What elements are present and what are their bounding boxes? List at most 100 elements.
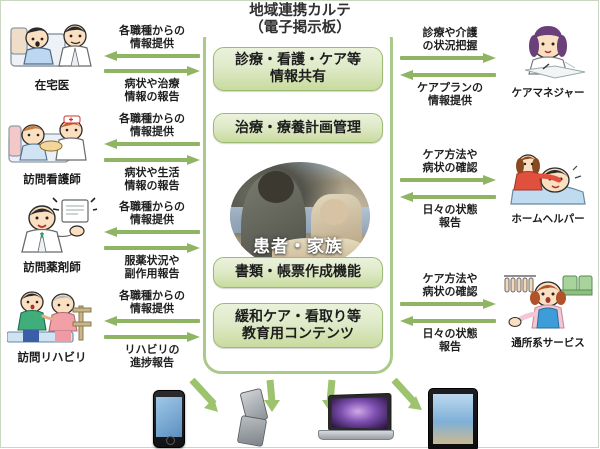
feature-phone-keypad: [236, 414, 268, 448]
right-flow-3-inbound-line1: 日々の状態: [422, 327, 478, 340]
left-flow-1-inbound-line2: 情報提供: [130, 37, 174, 50]
left-flow-1-outbound-arrow: [104, 66, 200, 76]
laptop-lid: [328, 392, 392, 434]
left-flow-2-outbound-label: 病状や生活 情報の報告: [102, 166, 202, 192]
right-flow-1-outbound-arrow: [400, 53, 496, 63]
home-helper-icon: [503, 148, 593, 210]
right-flow-2-outbound-line1: ケア方法や: [422, 148, 478, 161]
actor-visiting-pharmacist: 訪問薬剤師: [4, 196, 100, 275]
left-flow-2-outbound-arrow: [104, 155, 200, 165]
right-flow-3-outbound-arrow: [400, 299, 496, 309]
right-flow-1-inbound-arrow: [400, 70, 496, 80]
tablet-screen: [433, 394, 473, 444]
care-manager-icon: [503, 22, 593, 84]
device-arrow-smartphone: [188, 378, 228, 418]
left-flow-4-inbound-line2: 情報提供: [130, 302, 174, 315]
right-flow-2-outbound-line2: 病状の確認: [422, 161, 478, 174]
left-flow-4-inbound-line1: 各職種からの: [119, 289, 185, 302]
left-flow-1-inbound-arrow: [104, 51, 200, 61]
actor-care-manager: ケアマネジャー: [500, 22, 596, 100]
actor-care-manager-label: ケアマネジャー: [511, 87, 585, 99]
left-flow-3-outbound-line2: 副作用報告: [124, 267, 180, 280]
tablet-icon: [428, 388, 478, 449]
right-flow-3-outbound-line1: ケア方法や: [422, 272, 478, 285]
hub-title-line2: （電子掲示板）: [249, 20, 351, 36]
actor-day-service: 通所系サービス: [500, 272, 596, 350]
actor-home-helper-label: ホームヘルパー: [511, 213, 585, 225]
right-flow-3-outbound-label: ケア方法や 病状の確認: [400, 272, 500, 298]
left-flow-3-inbound-arrow: [104, 227, 200, 237]
left-flow-1-inbound-label: 各職種からの 情報提供: [102, 24, 202, 50]
feature-pill-document-forms[interactable]: 書類・帳票作成機能: [213, 257, 383, 288]
feature-phone-icon: [236, 387, 269, 448]
actor-visiting-rehab: 訪問リハビリ: [4, 286, 100, 365]
left-flow-3-inbound-line2: 情報提供: [130, 213, 174, 226]
left-flow-2-inbound-line1: 各職種からの: [119, 112, 185, 125]
actor-home-doctor-label: 在宅医: [34, 78, 70, 92]
visiting-rehab-icon: [6, 286, 97, 348]
feature-pill-palliative-education[interactable]: 緩和ケア・看取り等 教育用コンテンツ: [213, 303, 383, 348]
right-flow-1-outbound-line2: の状況把握: [422, 39, 478, 52]
left-flow-2-inbound-label: 各職種からの 情報提供: [102, 112, 202, 138]
feature-pill-3-line1: 書類・帳票作成機能: [235, 264, 361, 280]
day-service-icon: [503, 272, 593, 334]
photo-caregiver-head: [258, 170, 295, 204]
right-flow-3-outbound-line2: 病状の確認: [422, 285, 478, 298]
right-flow-2-outbound-label: ケア方法や 病状の確認: [400, 148, 500, 174]
left-flow-1-inbound-line1: 各職種からの: [119, 24, 185, 37]
right-flow-3-inbound-label: 日々の状態 報告: [400, 327, 500, 353]
left-flow-4-outbound-line2: 進捗報告: [130, 356, 174, 369]
left-flow-1-outbound-line1: 病状や治療: [124, 77, 180, 90]
feature-pill-1-line2: 情報共有: [270, 69, 326, 85]
feature-pill-treatment-plan[interactable]: 治療・療養計画管理: [213, 113, 383, 143]
left-flow-4-outbound-arrow: [104, 332, 200, 342]
left-flow-1-outbound-label: 病状や治療 情報の報告: [102, 77, 202, 103]
actor-day-service-label: 通所系サービス: [511, 337, 585, 349]
right-flow-2-outbound-arrow: [400, 175, 496, 185]
visiting-nurse-icon: [7, 108, 97, 170]
patient-family-label: 患者・家族: [253, 237, 343, 257]
left-flow-3-outbound-arrow: [104, 243, 200, 253]
smartphone-screen: [156, 397, 182, 437]
left-flow-4-outbound-line1: リハビリの: [124, 343, 180, 356]
right-flow-3-inbound-line2: 報告: [439, 340, 461, 353]
doctor-at-bedside-icon: [7, 14, 97, 76]
device-arrow-feature-phone: [260, 378, 286, 418]
laptop-icon: [318, 392, 394, 442]
actor-visiting-rehab-label: 訪問リハビリ: [17, 350, 87, 364]
hub-title: 地域連携カルテ （電子掲示板）: [200, 3, 400, 37]
feature-pill-4-line2: 教育用コンテンツ: [242, 325, 354, 342]
feature-pill-information-sharing[interactable]: 診療・看護・ケア等 情報共有: [213, 47, 383, 91]
feature-pill-1-line1: 診療・看護・ケア等: [235, 52, 361, 68]
left-flow-4-outbound-label: リハビリの 進捗報告: [102, 343, 202, 369]
left-flow-4-inbound-arrow: [104, 316, 200, 326]
right-flow-2-inbound-line2: 報告: [439, 216, 461, 229]
left-flow-2-inbound-line2: 情報提供: [130, 125, 174, 138]
actor-home-helper: ホームヘルパー: [500, 148, 596, 226]
laptop-screen: [331, 397, 388, 429]
right-flow-1-outbound-label: 診療や介護 の状況把握: [400, 26, 500, 52]
actor-visiting-pharmacist-label: 訪問薬剤師: [23, 260, 81, 274]
left-flow-3-inbound-line1: 各職種からの: [119, 200, 185, 213]
feature-pill-2-line1: 治療・療養計画管理: [235, 119, 361, 136]
left-flow-4-inbound-label: 各職種からの 情報提供: [102, 289, 202, 315]
left-flow-2-outbound-line2: 情報の報告: [124, 179, 180, 192]
laptop-base: [318, 430, 394, 440]
actor-visiting-nurse-label: 訪問看護師: [23, 172, 81, 186]
left-flow-3-inbound-label: 各職種からの 情報提供: [102, 200, 202, 226]
device-arrow-tablet: [388, 378, 428, 418]
smartphone-icon: [153, 390, 185, 448]
right-flow-1-inbound-line2: 情報提供: [428, 94, 472, 107]
right-flow-1-outbound-line1: 診療や介護: [422, 26, 478, 39]
smartphone-home-button: [165, 436, 175, 445]
left-flow-2-inbound-arrow: [104, 139, 200, 149]
right-flow-2-inbound-label: 日々の状態 報告: [400, 203, 500, 229]
right-flow-1-inbound-line1: ケアプランの: [417, 81, 483, 94]
left-flow-3-outbound-label: 服薬状況や 副作用報告: [102, 254, 202, 280]
right-flow-1-inbound-label: ケアプランの 情報提供: [400, 81, 500, 107]
right-flow-3-inbound-arrow: [400, 316, 496, 326]
right-flow-2-inbound-arrow: [400, 192, 496, 202]
visiting-pharmacist-icon: [7, 196, 99, 258]
